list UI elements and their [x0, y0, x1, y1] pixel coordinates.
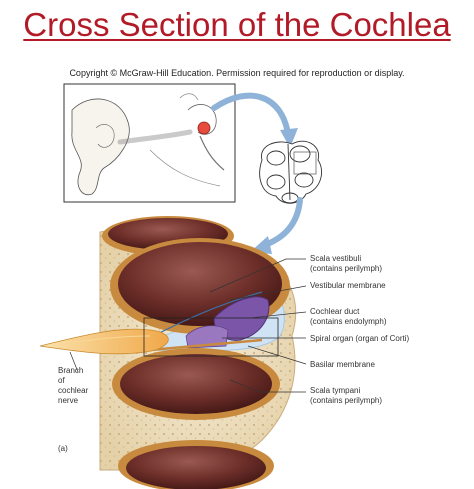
copyright-notice: Copyright © McGraw-Hill Education. Permi…: [69, 68, 405, 78]
basilar-membrane-shape: [149, 338, 263, 352]
label-vestibular-membrane: Vestibular membrane: [310, 281, 386, 290]
label-spiral-organ: Spiral organ (organ of Corti): [310, 334, 410, 343]
panel-label: (a): [58, 444, 68, 453]
leader-lines: [69, 258, 307, 393]
label-scala-vestibuli-sub: (contains perilymph): [310, 264, 383, 273]
label-branch-nerve: nerve: [58, 396, 79, 405]
cochlea-cross-section: [39, 216, 297, 489]
cochlear-nerve-shape: [39, 328, 169, 355]
ear-inset: [63, 83, 236, 203]
label-branch-cochlear: cochlear: [58, 386, 89, 395]
label-basilar-membrane: Basilar membrane: [310, 360, 375, 369]
cochlea-highlight: [197, 121, 211, 135]
label-branch-of: of: [58, 376, 65, 385]
zoom-arrow-1-head: [280, 128, 298, 148]
detail-box: [143, 317, 279, 357]
label-cochlear-duct-sub: (contains endolymph): [310, 317, 387, 326]
label-cochlear-duct: Cochlear duct: [310, 307, 360, 316]
cochlea-sketch: [259, 140, 322, 204]
label-branch: Branch: [58, 366, 84, 375]
zoom-arrow-1: [211, 92, 291, 137]
label-scala-vestibuli: Scala vestibuli: [310, 254, 362, 263]
label-scala-tympani: Scala tympani: [310, 386, 361, 395]
slide-title: Cross Section of the Cochlea: [23, 6, 451, 43]
label-scala-tympani-sub: (contains perilymph): [310, 396, 383, 405]
